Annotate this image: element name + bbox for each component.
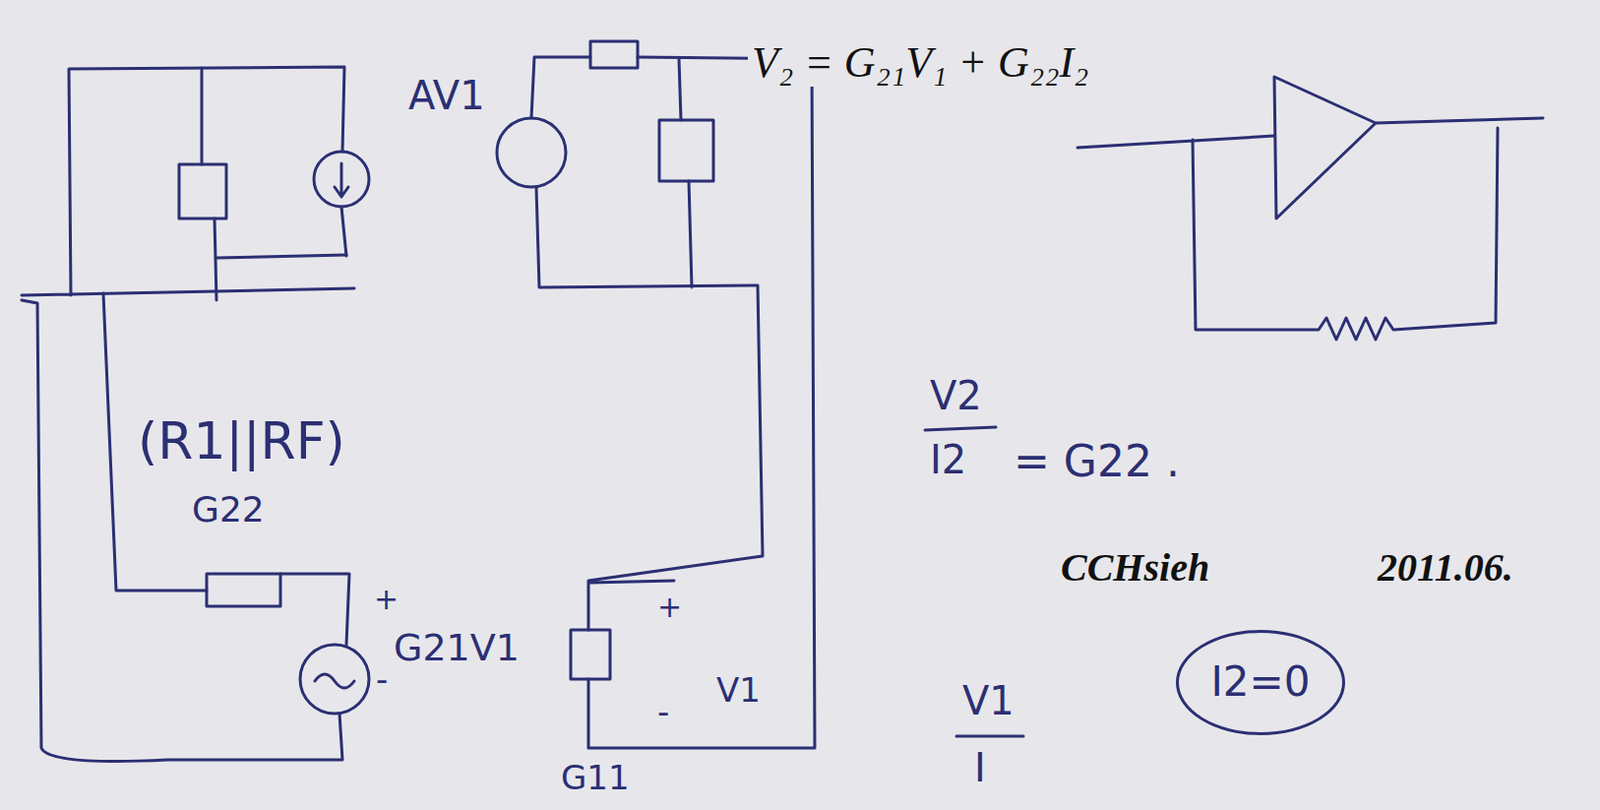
condition-text: I2=0 — [1210, 659, 1310, 705]
voltage-source-symbol — [496, 118, 566, 187]
component-label: (R1||RF) — [137, 413, 346, 470]
current-arrow — [334, 163, 349, 197]
fraction-term: I2 — [929, 437, 967, 482]
fraction-bar — [924, 427, 996, 431]
wire — [531, 57, 815, 748]
component-label: G22 — [191, 490, 265, 530]
fraction-bar — [956, 735, 1024, 739]
equation-note: = G22 . — [1013, 437, 1180, 486]
equation: V₂ = G₂₁V₁ + G₂₂I₂ — [747, 39, 1093, 87]
current-source-symbol — [313, 151, 370, 207]
fraction-term: V2 — [929, 373, 983, 418]
author-name: CCHsieh — [1060, 546, 1210, 590]
amplifier-symbol — [1274, 76, 1376, 219]
resistor-symbol — [659, 120, 714, 182]
source-label: AV1 — [408, 73, 486, 118]
polarity-mark: - — [657, 693, 670, 731]
fraction-term: V1 — [962, 678, 1015, 723]
wire — [21, 66, 355, 296]
wire — [21, 293, 350, 762]
circled-condition: I2=0 — [1175, 629, 1346, 736]
ac-tilde — [314, 674, 355, 688]
signal-name: V1 — [716, 672, 761, 709]
fraction-term: I — [974, 745, 986, 790]
source-label: G21V1 — [393, 627, 520, 670]
component-label: G11 — [560, 759, 630, 797]
resistor-symbol — [570, 629, 611, 679]
date-stamp: 2011.06. — [1377, 546, 1514, 590]
polarity-mark: - — [375, 661, 388, 698]
polarity-mark: + — [373, 582, 399, 616]
resistor-symbol — [206, 573, 281, 607]
polarity-mark: + — [657, 590, 682, 623]
wire — [201, 67, 347, 301]
wire — [1077, 118, 1543, 340]
middle-network — [496, 41, 815, 748]
ac-source-symbol — [300, 644, 370, 714]
amplifier-sketch — [1077, 76, 1543, 340]
resistor-symbol — [590, 41, 638, 68]
left-network — [21, 66, 370, 762]
resistor-symbol — [179, 164, 227, 219]
